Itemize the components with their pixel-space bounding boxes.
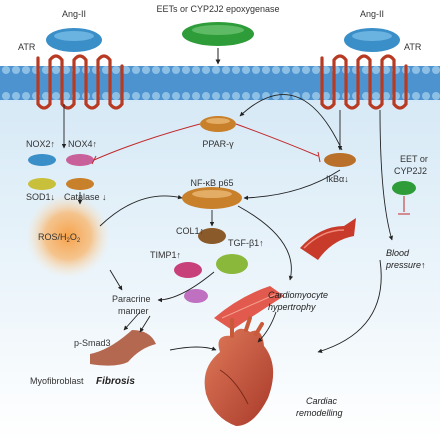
sod1-protein (28, 178, 56, 190)
blood-vessel (300, 218, 356, 260)
ang-ii-left-label: Ang-II (62, 9, 86, 19)
cardiomyocyte-label-1: Cardiomyocyte (268, 290, 328, 300)
nox2-label: NOX2↑ (26, 139, 55, 149)
atr-receptor-left (36, 54, 124, 110)
cardiac-label-1: Cardiac (306, 396, 338, 406)
nfkb-label: NF-κB p65 (190, 178, 233, 188)
inhibition-lines (91, 123, 410, 215)
sod1-label: SOD1↓ (26, 192, 55, 202)
ikba-protein (324, 153, 356, 167)
tgf-complex-protein (184, 289, 208, 303)
catalase-label: Catalase ↓ (64, 192, 107, 202)
ikba-label: IkBα↓ (326, 174, 349, 184)
blood-pressure-label-1: Blood (386, 248, 410, 258)
paracrine-label-2: manner (118, 306, 149, 316)
paracrine-label-1: Paracrine (112, 294, 151, 304)
ros-cloud (26, 194, 110, 278)
cardiac-label-2: remodelling (296, 408, 343, 418)
cell-membrane (0, 66, 440, 100)
catalase-protein (66, 178, 94, 190)
fibrosis-label: Fibrosis (96, 376, 135, 387)
cardiomyocyte-label-2: hypertrophy (268, 302, 316, 312)
col1-protein (198, 228, 226, 244)
heart-icon (204, 316, 274, 426)
eet-cyp-label-2: CYP2J2 (394, 166, 427, 176)
eet-cyp-label-1: EET or (400, 154, 428, 164)
timp1-protein (174, 262, 202, 278)
atr-right-label: ATR (404, 42, 422, 52)
col1-label: COL1↑ (176, 226, 204, 236)
activation-arrows (61, 94, 393, 353)
nox4-protein (66, 154, 94, 166)
tgfb1-protein (216, 254, 248, 274)
ang-ii-right-label: Ang-II (360, 9, 384, 19)
nox4-label: NOX4↑ (68, 139, 97, 149)
blood-pressure-label-2: pressure↑ (385, 260, 426, 270)
myofibroblast-cell (90, 330, 156, 366)
eets-label: EETs or CYP2J2 epoxygenase (156, 4, 279, 14)
psmad3-label: p-Smad3 (74, 338, 111, 348)
ros-label: ROS/H2O2 (38, 232, 81, 244)
atr-left-label: ATR (18, 42, 36, 52)
tgfb1-label: TGF-β1↑ (228, 238, 264, 248)
eet-cyp2j2-protein (392, 181, 416, 195)
myofibroblast-label: Myofibroblast (30, 376, 84, 386)
ppar-label: PPAR-γ (202, 139, 234, 149)
timp1-label: TIMP1↑ (150, 250, 181, 260)
atr-receptor-right (320, 54, 408, 110)
nox2-protein (28, 154, 56, 166)
